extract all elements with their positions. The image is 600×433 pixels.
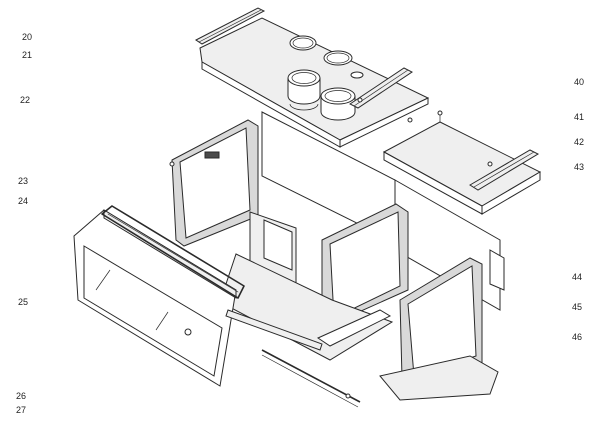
- top-rail-strip: [195, 7, 266, 45]
- bottom-rail-right: [379, 355, 499, 401]
- top-right-rail: [349, 67, 413, 109]
- right-inner-panel: [321, 203, 409, 325]
- part-number-24: 24: [18, 196, 29, 206]
- left-side-panel: [171, 119, 259, 247]
- flue-collar-top-right: [323, 50, 353, 66]
- right-side-bracket: [489, 249, 505, 291]
- part-number-45: 45: [572, 302, 583, 312]
- part-number-42: 42: [574, 137, 585, 147]
- flue-collar-front-left: [287, 69, 321, 111]
- part-number-26: 26: [16, 391, 27, 401]
- part-number-25: 25: [18, 297, 29, 307]
- part-number-46: 46: [572, 332, 583, 342]
- small-vent-hole: [350, 71, 364, 79]
- door-frame: [101, 205, 245, 299]
- small-cover-plate: [382, 110, 542, 215]
- part-number-21: 21: [22, 50, 33, 60]
- ash-rail: [225, 309, 323, 351]
- right-outer-panel: [399, 257, 483, 385]
- base-floor: [219, 253, 394, 361]
- bottom-rail-front: [261, 349, 361, 408]
- flue-collar-top-left: [289, 35, 317, 51]
- small-plate-rail: [469, 149, 540, 191]
- part-number-41: 41: [574, 112, 585, 122]
- part-number-40: 40: [574, 77, 585, 87]
- part-number-43: 43: [574, 162, 585, 172]
- part-number-20: 20: [22, 32, 33, 42]
- part-number-22: 22: [20, 95, 31, 105]
- part-number-23: 23: [18, 176, 29, 186]
- screw-icon: [169, 117, 413, 399]
- part-number-27: 27: [16, 405, 27, 415]
- glass-door: [73, 209, 237, 387]
- part-number-44: 44: [572, 272, 583, 282]
- flue-collar-front-right: [320, 87, 356, 121]
